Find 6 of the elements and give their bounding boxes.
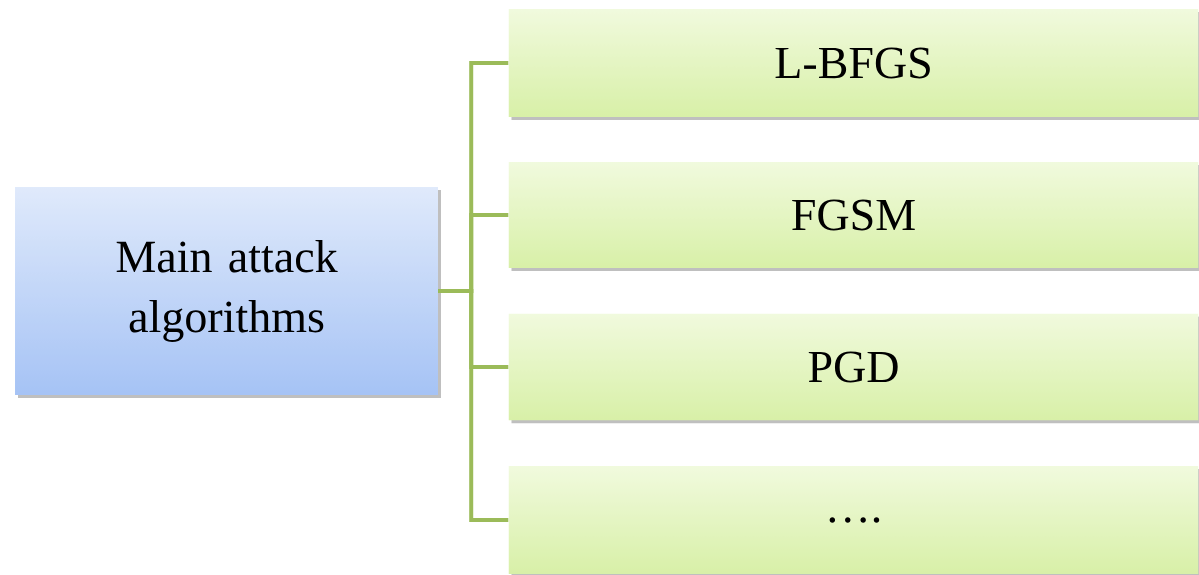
leaf-box: ….	[508, 466, 1199, 575]
root-box: Main attack algorithms	[15, 187, 441, 398]
leaf-box: PGD	[508, 313, 1199, 424]
connector	[438, 289, 509, 522]
leaf-box: FGSM	[508, 162, 1199, 271]
leaf-box: L-BFGS	[508, 9, 1199, 120]
